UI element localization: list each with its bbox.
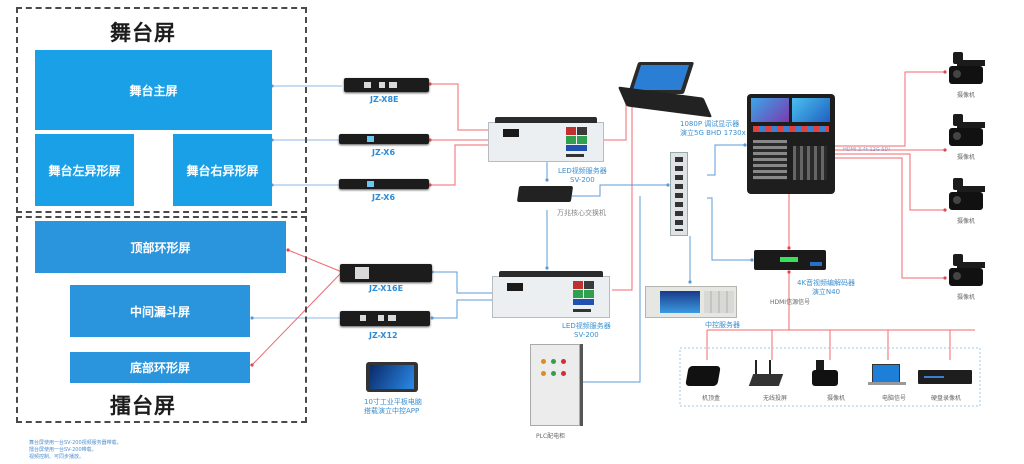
console-laptop-icon[interactable] [617,62,713,118]
note-line-3: 视频控制、可同步播放。 [29,454,85,460]
stage-group-title: 舞台屏 [110,21,176,45]
wire-server-x8e [428,82,490,131]
source-device[interactable]: 摄像机 [808,360,864,404]
processor-x6b-icon[interactable] [339,179,429,189]
wire-netswitch-console [707,143,747,176]
processor-x8e-label: JZ-X8E [370,95,399,104]
source-device[interactable]: 电脑信号 [866,360,922,404]
arena-group-title: 擂台屏 [110,394,176,418]
control-server-label: 中控服务器 [705,321,740,329]
processor-x6a-label: JZ-X6 [372,148,396,157]
source-device[interactable]: 机顶盒 [683,360,739,404]
camera-label: 摄像机 [957,154,976,161]
wire-netswitch-encoder [707,197,754,262]
encoder-name: 4K音视频编解码器 [797,279,856,287]
camera-label: 摄像机 [957,294,976,301]
console-name: 1080P 调试显示器 [680,120,740,128]
console-model: 演立5G BHD 1730x [680,129,746,137]
dvr-icon [918,360,974,388]
set-top-box-icon [683,360,739,388]
encoder-model: 演立N40 [811,288,841,296]
core-switch-label: 万兆核心交换机 [557,209,606,217]
tablet-app: 搭载演立中控APP [364,407,420,415]
server-lower-name: LED视频服务器 [562,322,611,330]
laptop-icon [866,360,922,388]
wire-server-x6b [428,144,490,187]
stage-screen-group [16,7,307,213]
note-line-1: 舞台屏使用一台SV-200视频服务器带载， [29,440,122,446]
screen-arena-top[interactable]: 顶部环形屏 [35,221,286,273]
plc-cabinet-icon[interactable] [530,344,580,426]
codec-encoder-icon[interactable] [754,250,826,270]
camera-item[interactable]: 摄像机 [945,52,990,102]
camera-item[interactable]: 摄像机 [945,114,990,164]
wire-server2-x12 [430,299,492,320]
wire-x16e-top [286,248,343,273]
source-label: 无线投屏 [762,395,787,402]
network-switch-icon[interactable] [670,152,688,236]
camera-icon [947,254,987,290]
processor-x6b-label: JZ-X6 [372,193,396,202]
wire-cam3 [835,153,947,212]
camera-icon [947,52,987,88]
core-switch-icon[interactable] [516,186,574,202]
tablet-icon[interactable] [366,362,418,392]
console-label: 1080P 调试显示器 演立5G BHD 1730x [680,120,746,138]
source-label: 机顶盒 [701,395,720,402]
wireless-router-icon [747,360,803,388]
processor-x12-icon[interactable] [340,311,430,326]
led-video-server-upper-icon[interactable] [488,117,604,162]
camera-item[interactable]: 摄像机 [945,178,990,228]
screen-arena-middle[interactable]: 中间漏斗屏 [70,285,250,337]
source-device[interactable]: 硬盘录像机 [918,360,974,404]
source-label: 电脑信号 [881,395,906,402]
wire-server2-x16e [430,270,492,294]
processor-x16e-label: JZ-X16E [369,284,404,293]
screen-arena-bottom[interactable]: 底部环形屏 [70,352,250,383]
screen-stage-main[interactable]: 舞台主屏 [35,50,272,130]
camera-icon [947,178,987,214]
screen-stage-left[interactable]: 舞台左异形屏 [35,134,134,206]
led-video-server-lower-icon[interactable] [492,271,610,318]
arena-screen-group [16,216,307,423]
wire-x16e-bottom [250,271,343,367]
server-lower-label: LED视频服务器 SV-200 [562,322,611,340]
tablet-label: 10寸工业平板电脑 搭载演立中控APP [364,398,422,416]
source-label: 摄像机 [826,395,845,402]
wire-server-console [604,96,628,141]
wire-server2-console [612,96,634,291]
camera-label: 摄像机 [957,218,976,225]
camera-icon [947,114,987,150]
server-lower-model: SV-200 [574,331,599,339]
screen-stage-right[interactable]: 舞台右异形屏 [173,134,272,206]
processor-x16e-icon[interactable] [340,264,432,282]
processor-x6a-icon[interactable] [339,134,429,144]
server-upper-label: LED视频服务器 SV-200 [558,167,607,185]
encoder-label: 4K音视频编解码器 演立N40 [797,279,855,297]
processor-x8e-icon[interactable] [344,78,429,92]
wire-switch-netswitch [572,183,670,197]
wire-sources-bus [706,329,975,360]
camera-label: 摄像机 [957,92,976,99]
wire-plc [578,196,641,384]
source-device[interactable]: 无线投屏 [747,360,803,404]
tablet-name: 10寸工业平板电脑 [364,398,422,406]
server-upper-name: LED视频服务器 [558,167,607,175]
server-upper-model: SV-200 [570,176,595,184]
camera-item[interactable]: 摄像机 [945,254,990,304]
video-switcher-icon[interactable] [747,94,835,194]
source-label: 硬盘录像机 [930,395,961,402]
wire-cam4 [835,157,947,280]
note-line-2: 擂台屏使用一台SV-200带载， [29,447,97,453]
hdmi-signal-label: HDMI信源信号 [770,299,811,306]
processor-x12-label: JZ-X12 [369,331,398,340]
control-server-icon[interactable] [645,286,737,318]
sources-group-box [679,347,981,407]
plc-label: PLC配电柜 [536,433,566,440]
wire-cam1 [835,70,947,147]
switcher-link-label: HDMI 3.4t 12G SDI [843,147,890,153]
camera-icon [808,360,864,388]
